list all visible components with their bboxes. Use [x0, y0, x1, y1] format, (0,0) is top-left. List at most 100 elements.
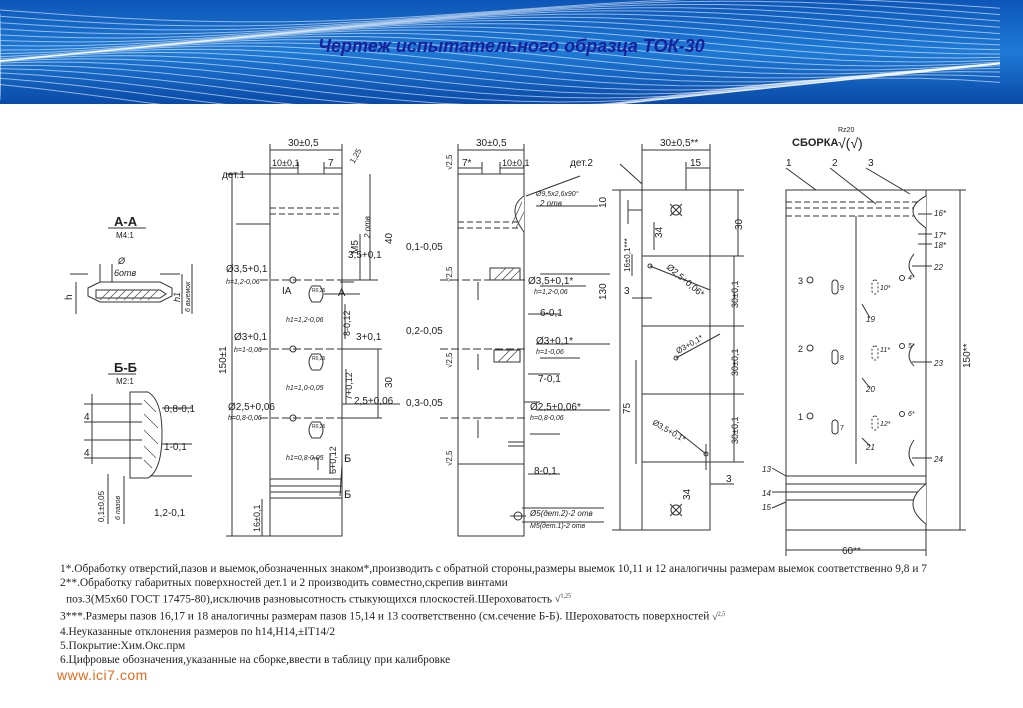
asm-k1: 1 [798, 412, 803, 422]
det1-d3: Ø2,5+0,06 [228, 402, 275, 413]
asm-rz: Rz20 [838, 127, 854, 134]
asm-c18: 18* [934, 241, 947, 250]
note-3: 3***.Размеры пазов 16,17 и 18 аналогичны… [60, 610, 726, 623]
technical-drawing: А-А М4:1 Ø 6отв h h1 6 выемок Б-Б М2:1 0… [64, 127, 973, 557]
det1-d1h: h=1,2-0,06 [226, 279, 260, 286]
header-banner: Чертеж испытательного образца ТОК-30 [0, 0, 1023, 104]
asm-n2: 2 [832, 158, 838, 169]
asm-n1: 1 [786, 158, 792, 169]
website-link[interactable]: www.ici7.com [57, 667, 148, 683]
det1-l35: 3,5+0,1 [348, 250, 382, 261]
bb-v4b: 4 [84, 448, 90, 459]
part-det2 [440, 144, 610, 537]
det3-l34: 34 [654, 226, 665, 238]
asm-c16: 16* [934, 209, 947, 218]
det2-w7: 7* [462, 158, 472, 169]
det1-h1b: h1=1,0-0,05 [286, 385, 324, 392]
det3-l30b: 30±0,1 [730, 281, 740, 308]
asm-c21: 21 [865, 443, 875, 452]
det3-l30d: 30±0,1 [730, 417, 740, 444]
det2-v25b: √2,5 [445, 266, 454, 282]
det1-l150: 150±1 [218, 346, 229, 374]
notes-block: 1*.Обработку отверстий,пазов и выемок,об… [60, 562, 1000, 667]
det2-l7: 7-0,1 [538, 374, 561, 385]
det1-m5: M5 [350, 240, 361, 254]
det1-l8: 8-0,12 [342, 310, 352, 336]
asm-label: СБОРКА [792, 137, 838, 149]
det2-c1b: 2 отв [539, 199, 562, 208]
bb-d3: 1,2-0,1 [154, 508, 186, 519]
asm-k7: 7 [840, 425, 844, 432]
det2-c1: Ø9,5x2,6x90° [535, 190, 579, 198]
det1-l3: 3+0,1 [356, 332, 382, 343]
asm-k11: 11* [880, 347, 890, 354]
asm-c14: 14 [762, 489, 771, 498]
asm-rough-icon: √(√) [838, 135, 863, 151]
aa-d-label: 6отв [114, 268, 137, 278]
det3-w15: 15 [690, 158, 702, 169]
section-aa [70, 227, 193, 314]
det3-l34b: 34 [682, 488, 693, 500]
asm-k3: 3 [798, 276, 803, 286]
det1-w: 30±0,5 [288, 138, 319, 149]
det1-h1c: h1=0,8-0,05 [286, 455, 324, 462]
asm-w: 60** [842, 546, 861, 557]
aa-scale: М4:1 [116, 231, 134, 240]
det1-name: дет.1 [222, 170, 245, 181]
det2-p2: M5(дет.1)-2 отв [530, 522, 586, 530]
asm-c19: 19 [866, 315, 875, 324]
det1-ia: IA [282, 286, 292, 297]
det3-l3b: 3 [726, 474, 732, 485]
det1-r0a: R0,25 [312, 288, 326, 294]
note-2: 2**.Обработку габаритных поверхностей де… [60, 577, 508, 589]
asm-k10: 10* [880, 285, 891, 292]
wave-background [0, 0, 1023, 104]
roughness-sign-1: √1,25 [554, 594, 571, 606]
page-title: Чертеж испытательного образца ТОК-30 [318, 36, 705, 56]
det2-r3: 0,3-0,05 [406, 398, 443, 409]
det2-p1: Ø5(дет.2)-2 отв [529, 509, 593, 518]
note-5: 5.Покрытие:Хим.Окс.прм [60, 639, 186, 652]
bb-paz: 6 пазов [115, 496, 122, 520]
asm-k9: 9 [840, 285, 844, 292]
det1-w10: 10±0,1 [272, 158, 299, 168]
aa-h1: h1 [172, 292, 182, 302]
asm-c23: 23 [933, 359, 943, 368]
det1-r125: 1,25 [348, 147, 364, 165]
det2-r1: 0,1-0,05 [406, 242, 443, 253]
part-det1 [226, 144, 400, 537]
aa-label: А-А [114, 214, 138, 229]
det1-m5b: 2 отв [363, 216, 372, 239]
det1-a: A [338, 287, 346, 299]
bb-v4a: 4 [84, 412, 90, 423]
det1-d2: Ø3+0,1 [234, 332, 268, 343]
det1-r0b: R0,25 [312, 356, 326, 362]
det3-l30a: 30 [734, 218, 745, 230]
note-6: 6.Цифровые обозначения,указанные на сбор… [60, 653, 451, 666]
asm-h: 150** [962, 343, 973, 368]
det3-l10: 10 [598, 196, 609, 208]
det1-l16: 16±0,1 [252, 505, 262, 532]
aa-h: h [64, 294, 75, 300]
det1-d2h: h=1-0,06 [234, 347, 262, 354]
det1-l6: 6+0,12 [328, 446, 338, 474]
det1-w7: 7 [328, 158, 334, 169]
det1-d3h: h=0,8-0,06 [228, 415, 262, 422]
bb-v01: 0,1±0,05 [97, 490, 106, 522]
det1-h1a: h1=1,2-0,06 [286, 317, 324, 324]
det2-d3: Ø2,5+0,06* [530, 402, 581, 413]
det2-v25d: √2,5 [445, 450, 454, 466]
det1-b2: Б [344, 489, 351, 501]
note-1: 1*.Обработку отверстий,пазов и выемок,об… [60, 563, 927, 575]
det2-l6: 6-0,1 [540, 308, 563, 319]
asm-c17: 17* [934, 231, 947, 240]
det3-l75: 75 [622, 402, 633, 414]
asm-k2: 2 [798, 344, 803, 354]
asm-k12: 12* [880, 421, 891, 428]
det2-l8: 8-0,1 [534, 466, 557, 477]
det2-name: дет.2 [570, 158, 593, 169]
det1-l7: 7+0,12 [344, 372, 354, 400]
det2-v25c: √2,5 [445, 352, 454, 368]
aa-d-sym: Ø [117, 256, 126, 266]
det1-r0c: R0,25 [312, 424, 326, 430]
